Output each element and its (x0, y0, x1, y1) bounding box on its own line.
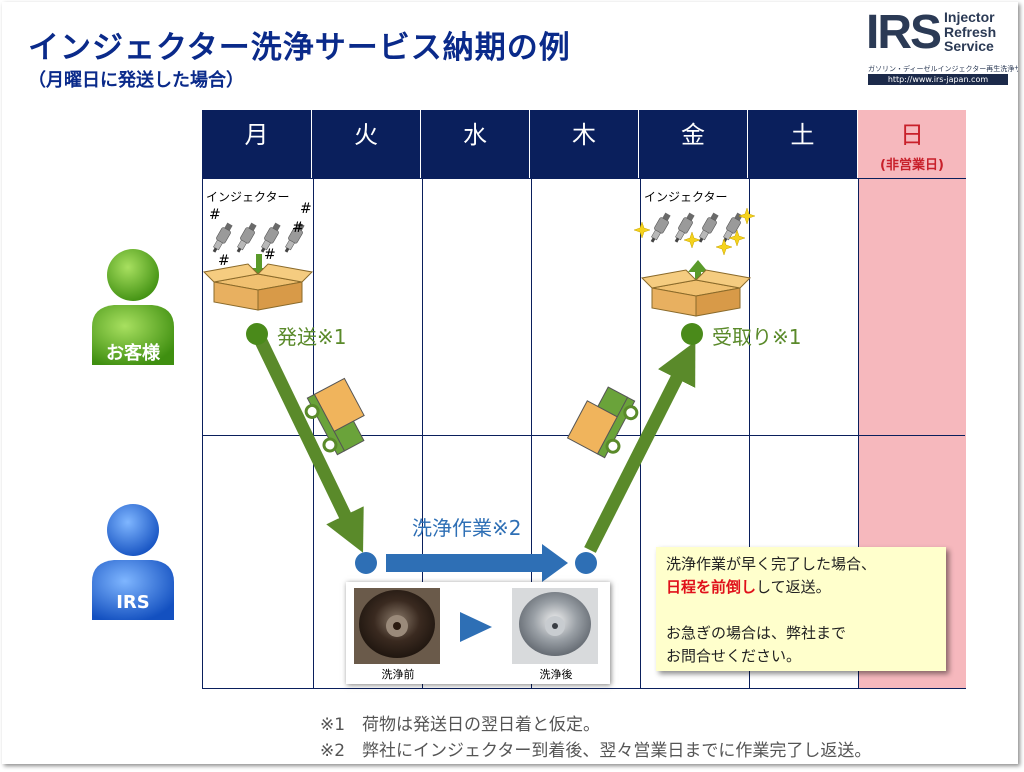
note-line-3: お急ぎの場合は、弊社まで (666, 624, 847, 642)
after-caption: 洗浄後 (539, 668, 573, 681)
receive-point (681, 323, 703, 345)
footnote-1: ※1 荷物は発送日の翌日着と仮定。 (320, 715, 601, 735)
dirty-nozzle-photo (354, 588, 440, 664)
flow-diagram: # # # # # (203, 201, 756, 582)
logo-main-text: IRS (866, 6, 942, 59)
customer-avatar: お客様 (88, 247, 178, 367)
play-triangle-icon (460, 612, 492, 642)
day-header-thu: 木 (530, 110, 639, 178)
customer-label: お客様 (106, 343, 160, 364)
ship-arrow (253, 334, 364, 553)
note-spacer (666, 599, 936, 622)
logo-words: Injector Refresh Service (944, 10, 996, 54)
before-caption: 洗浄前 (381, 668, 415, 681)
grid-line (640, 179, 641, 688)
day-header-wed: 水 (421, 110, 530, 178)
logo-url: http://www.irs-japan.com (868, 74, 1008, 85)
page-title: インジェクター洗浄サービス納期の例 (28, 30, 571, 66)
grid-line (422, 179, 423, 688)
svg-text:#: # (264, 247, 276, 263)
logo-word-injector: Injector (944, 9, 995, 25)
day-header-tue: 火 (312, 110, 421, 178)
ship-point (246, 323, 268, 345)
logo-subtitle: ガソリン・ディーゼルインジェクター再生洗浄サービス (868, 65, 1018, 73)
early-completion-note: 洗浄作業が早く完了した場合、 日程を前倒しして返送。 お急ぎの場合は、弊社まで … (656, 547, 946, 671)
delivery-truck-icon (566, 379, 644, 463)
day-header-mon: 月 (202, 110, 312, 178)
grid-line (858, 179, 859, 688)
note-line-4: お問合せください。 (666, 647, 802, 665)
svg-text:#: # (300, 201, 312, 217)
logo-word-service: Service (944, 38, 994, 54)
holiday-note: (非営業日) (880, 158, 944, 173)
wash-label: 洗浄作業※2 (412, 516, 522, 540)
injector-return-label: インジェクター (644, 190, 728, 204)
note-line-1: 洗浄作業が早く完了した場合、 (666, 555, 877, 573)
calendar-header: 月 火 水 木 金 土 日 (非営業日) (202, 110, 966, 178)
note-line-2-rest: して返送。 (756, 578, 831, 596)
irs-logo: IRS Injector Refresh Service ガソリン・ディーゼルイ… (866, 6, 1018, 85)
receive-label: 受取り※1 (712, 325, 802, 349)
logo-word-refresh: Refresh (944, 23, 997, 40)
grid-line (531, 179, 532, 688)
before-after-panel: 洗浄前 洗浄後 (346, 582, 610, 684)
dirty-injectors: # # # # # (209, 201, 312, 269)
day-header-sat: 土 (748, 110, 858, 178)
grid-line (749, 179, 750, 688)
clean-injectors (633, 207, 756, 256)
wash-end-point (575, 552, 597, 574)
grid-line (313, 179, 314, 688)
wash-arrow (386, 544, 568, 582)
person-icon (92, 249, 174, 365)
wash-start-point (355, 552, 377, 574)
page-subtitle: （月曜日に発送した場合） (28, 70, 244, 91)
clean-nozzle-photo (512, 588, 598, 664)
irs-avatar: IRS (88, 502, 178, 622)
slide: インジェクター洗浄サービス納期の例 （月曜日に発送した場合） IRS Injec… (2, 2, 1018, 764)
return-arrow (584, 341, 696, 553)
note-highlight: 日程を前倒し (666, 578, 757, 596)
note-line-2: 日程を前倒しして返送。 (666, 576, 936, 599)
send-label: 発送※1 (277, 325, 347, 349)
up-arrow-icon (688, 260, 708, 286)
svg-text:#: # (292, 220, 304, 236)
footnote-2: ※2 弊社にインジェクター到着後、翌々営業日までに作業完了し返送。 (320, 741, 872, 761)
person-icon (92, 504, 174, 620)
injector-send-label: インジェクター (206, 190, 290, 204)
irs-label: IRS (116, 592, 150, 613)
day-header-fri: 金 (639, 110, 748, 178)
day-header-sun: 日 (858, 110, 966, 178)
svg-text:#: # (209, 207, 221, 223)
svg-text:#: # (218, 253, 230, 269)
